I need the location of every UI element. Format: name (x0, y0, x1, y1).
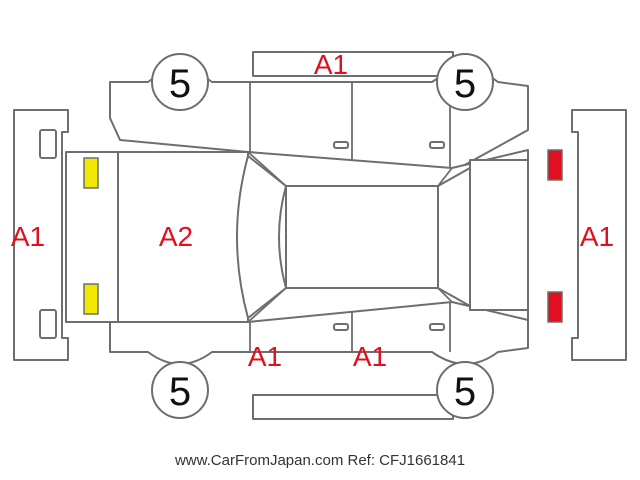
tyre-front-left-label: 5 (169, 370, 191, 414)
rocker-strip-bottom (252, 394, 454, 420)
roof-panel (285, 185, 439, 289)
left-rear-door-code: A1 (353, 341, 387, 372)
rear-bumper-code: A1 (580, 221, 614, 252)
roof-code: A1 (314, 49, 348, 80)
roof-rail-top (252, 51, 454, 77)
taillight-top (547, 149, 563, 181)
tyre-rear-right-label: 5 (454, 62, 476, 106)
hood-code: A2 (159, 221, 193, 252)
windshield (236, 155, 287, 319)
tyre-rear-right: 5 (436, 53, 494, 111)
hood-panel (117, 151, 249, 323)
front-bumper-code: A1 (11, 221, 45, 252)
taillight-bottom (547, 291, 563, 323)
tailgate (469, 159, 529, 311)
tyre-rear-left: 5 (436, 361, 494, 419)
tyre-front-right-label: 5 (169, 62, 191, 106)
tyre-front-right: 5 (151, 53, 209, 111)
left-front-door-code: A1 (248, 341, 282, 372)
headlight-top (83, 157, 99, 189)
tyre-front-left: 5 (151, 361, 209, 419)
rear-window (437, 167, 471, 307)
rear-bumper (571, 109, 627, 361)
car-body-top-view (65, 149, 529, 323)
front-bumper (13, 109, 69, 361)
headlight-bottom (83, 283, 99, 315)
reference-footer: www.CarFromJapan.com Ref: CFJ1661841 (174, 452, 466, 469)
tyre-rear-left-label: 5 (454, 370, 476, 414)
